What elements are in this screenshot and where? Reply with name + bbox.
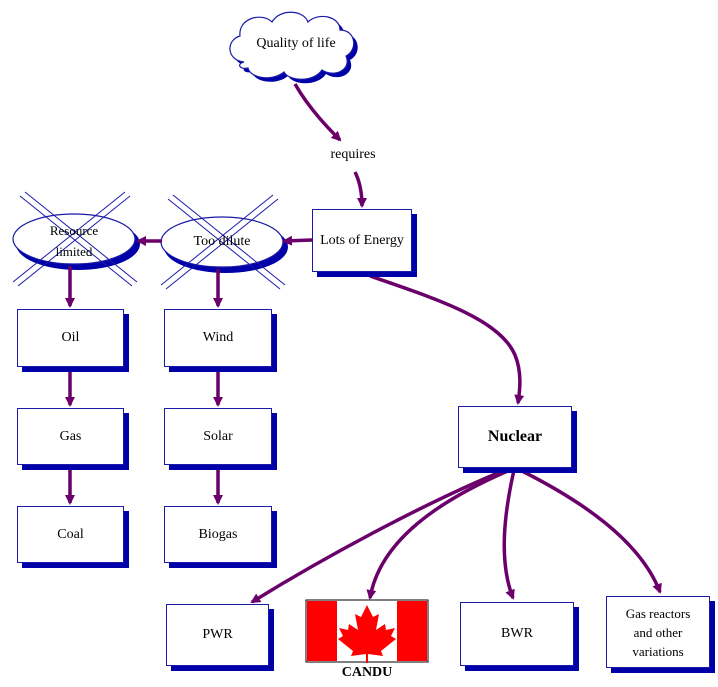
arrow-energy-toodilute: [282, 235, 313, 246]
resource-limited-label: Resource limited: [28, 220, 120, 262]
arrow-requires-energy: [353, 171, 367, 208]
bwr-box: BWR: [460, 602, 574, 666]
arrow-nuclear-candu: [366, 468, 511, 600]
candu-label: CANDU: [341, 665, 393, 680]
requires-label: requires: [318, 147, 388, 163]
solar-box: Solar: [164, 408, 272, 465]
gas-reactors-box: Gas reactors and other variations: [606, 596, 710, 668]
too-dilute-label: Too dilute: [193, 234, 251, 249]
pwr-box: PWR: [166, 604, 269, 666]
wind-box: Wind: [164, 309, 272, 367]
resource-limited-line1: Resource: [49, 223, 99, 238]
resource-limited-line2: limited: [55, 244, 93, 259]
lots-of-energy-box: Lots of Energy: [312, 209, 412, 272]
too-dilute-ellipse: [160, 194, 288, 290]
gas-box: Gas: [17, 408, 124, 465]
diagram-arrows: [65, 83, 662, 604]
cloud-label: Quality of life: [256, 36, 336, 51]
arrow-quality-requires: [293, 83, 342, 142]
oil-box: Oil: [17, 309, 124, 367]
canadian-flag-icon: [305, 599, 429, 663]
coal-box: Coal: [17, 506, 124, 563]
arrow-nuclear-bwr: [502, 469, 516, 600]
nuclear-box: Nuclear: [458, 406, 572, 468]
biogas-box: Biogas: [164, 506, 272, 563]
quality-of-life-cloud: [229, 11, 358, 84]
arrow-energy-nuclear: [369, 274, 525, 405]
resource-limited-ellipse: [12, 191, 140, 287]
arrow-nuclear-gasreactors: [519, 468, 662, 594]
arrow-nuclear-pwr: [250, 468, 506, 604]
